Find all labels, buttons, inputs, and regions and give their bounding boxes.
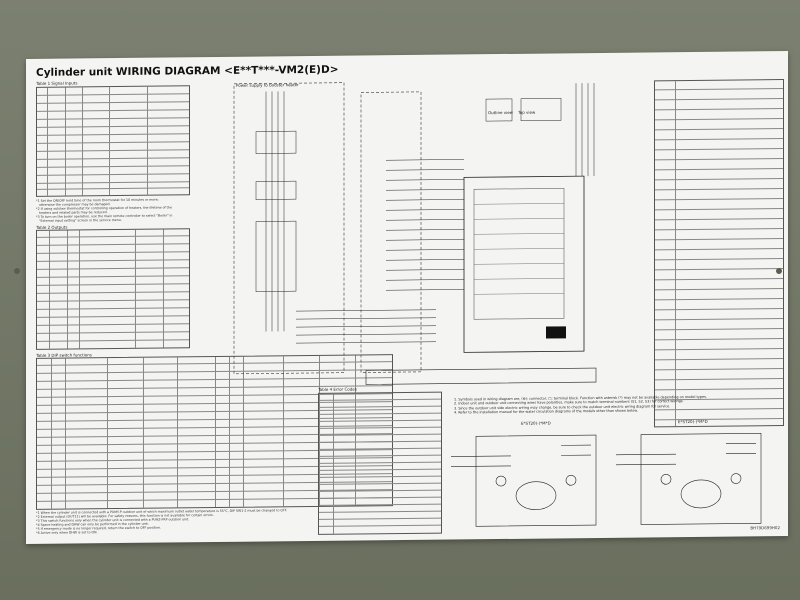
document-number: BH79D699H02 — [750, 525, 780, 531]
signal-inputs-table — [36, 85, 190, 197]
wiring-schematic — [233, 82, 597, 385]
wiring-diagram-sheet: Cylinder unit WIRING DIAGRAM <E**T***-VM… — [26, 51, 788, 544]
water-circulation-diagrams — [451, 432, 762, 527]
table1-notes: *1 Set the ON/OFF hold time of the room … — [36, 197, 173, 223]
screw — [776, 268, 782, 274]
table3-notes: *1 When the cylinder unit is connected w… — [36, 508, 288, 535]
diagram-notes: 1. Symbols used in wiring diagram are, (… — [454, 394, 707, 415]
outline-view-label: Outline view — [488, 109, 513, 116]
table1-title: Table 1 Signal Inputs — [36, 80, 78, 86]
power-supply-label: Power supply to booster heater — [236, 82, 299, 88]
screw — [14, 268, 20, 274]
table4-title: Table 4 Error Codes — [318, 386, 357, 392]
error-codes-table — [318, 391, 442, 535]
top-view-label: Top view — [518, 109, 536, 115]
symbol-legend-table — [654, 79, 784, 428]
outputs-table — [36, 228, 190, 350]
